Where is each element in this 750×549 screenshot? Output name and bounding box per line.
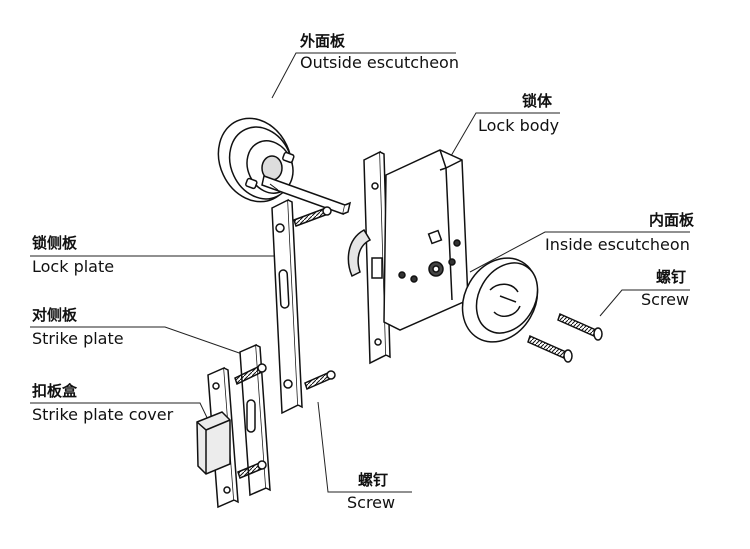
screw-right-cn-label: 螺钉 <box>656 268 687 286</box>
lock-plate-en-label: Lock plate <box>32 257 115 276</box>
screw-right-en-label: Screw <box>641 290 690 309</box>
leader-strike-plate <box>30 326 246 356</box>
lock-plate-cn-label: 锁侧板 <box>32 234 78 252</box>
strike-plate-cover-cn-label: 扣板盒 <box>32 382 78 400</box>
right-screws-part <box>527 312 603 363</box>
inside-escutcheon-part <box>461 257 539 343</box>
lock-body-en-label: Lock body <box>478 116 560 135</box>
lock-plate-part <box>271 198 336 415</box>
screw-bottom-en-label: Screw <box>347 493 396 512</box>
outside-escutcheon-part <box>217 117 352 215</box>
strike-plate-cn-label: 对侧板 <box>32 306 78 324</box>
lock-body-cn-label: 锁体 <box>522 92 553 110</box>
inside-escutcheon-cn-label: 内面板 <box>649 211 695 229</box>
screw-bottom-cn-label: 螺钉 <box>358 471 389 489</box>
inside-escutcheon-en-label: Inside escutcheon <box>545 235 690 254</box>
leader-inside-escutcheon <box>469 231 690 273</box>
strike-plate-cover-part <box>196 366 239 509</box>
leader-screw-right <box>599 289 690 317</box>
outside-escutcheon-cn-label: 外面板 <box>300 32 346 50</box>
leader-outside-escutcheon <box>271 52 456 99</box>
strike-plate-cover-en-label: Strike plate cover <box>32 405 174 424</box>
lock-body-part <box>347 149 469 365</box>
strike-plate-en-label: Strike plate <box>32 329 124 348</box>
strike-plate-part <box>234 343 271 497</box>
outside-escutcheon-en-label: Outside escutcheon <box>300 53 459 72</box>
leader-screw-bottom <box>317 401 412 493</box>
